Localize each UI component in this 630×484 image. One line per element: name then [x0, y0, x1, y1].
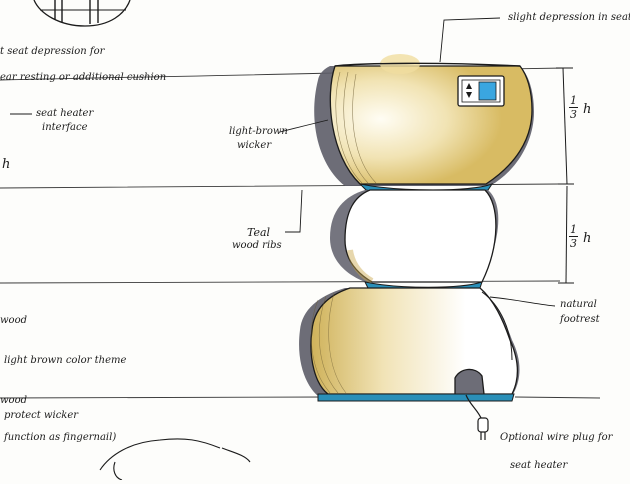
fraction-lower: 13	[569, 224, 578, 249]
top-circle-detail	[34, 0, 130, 26]
label-plug-1: Optional wire plug for	[500, 432, 612, 444]
label-natural-2: footrest	[560, 314, 600, 326]
label-seat-depression-1: t seat depression for	[0, 46, 104, 58]
label-upper-h: h	[583, 103, 591, 116]
label-light-brown-1: light-brown	[229, 126, 288, 138]
label-lower-h: h	[583, 232, 591, 245]
pillow-sketch	[100, 439, 250, 480]
label-wood-2: wood	[0, 395, 27, 407]
label-seat-heater-2: interface	[42, 122, 88, 134]
label-teal-1: Teal	[247, 226, 270, 239]
top-cushion	[314, 54, 534, 186]
label-slight-depression: slight depression in seat	[508, 12, 630, 24]
bottom-cushion	[299, 288, 519, 401]
label-light-brown-2: wicker	[237, 140, 271, 152]
label-plug-2: seat heater	[510, 460, 567, 472]
label-wood: wood	[0, 315, 27, 327]
label-teal-2: wood ribs	[232, 240, 282, 252]
label-seat-heater-1: seat heater	[36, 108, 93, 120]
wire-plug-icon	[466, 395, 488, 440]
label-protect: protect wicker	[4, 410, 78, 422]
fraction-upper: 13	[569, 95, 578, 120]
middle-cushion	[330, 190, 498, 282]
label-theme: light brown color theme	[4, 355, 126, 367]
label-left-h: h	[2, 158, 10, 171]
label-seat-depression-2: ear resting or additional cushion	[0, 72, 166, 84]
label-fingernail: function as fingernail)	[4, 432, 116, 444]
label-natural-1: natural	[560, 299, 597, 311]
